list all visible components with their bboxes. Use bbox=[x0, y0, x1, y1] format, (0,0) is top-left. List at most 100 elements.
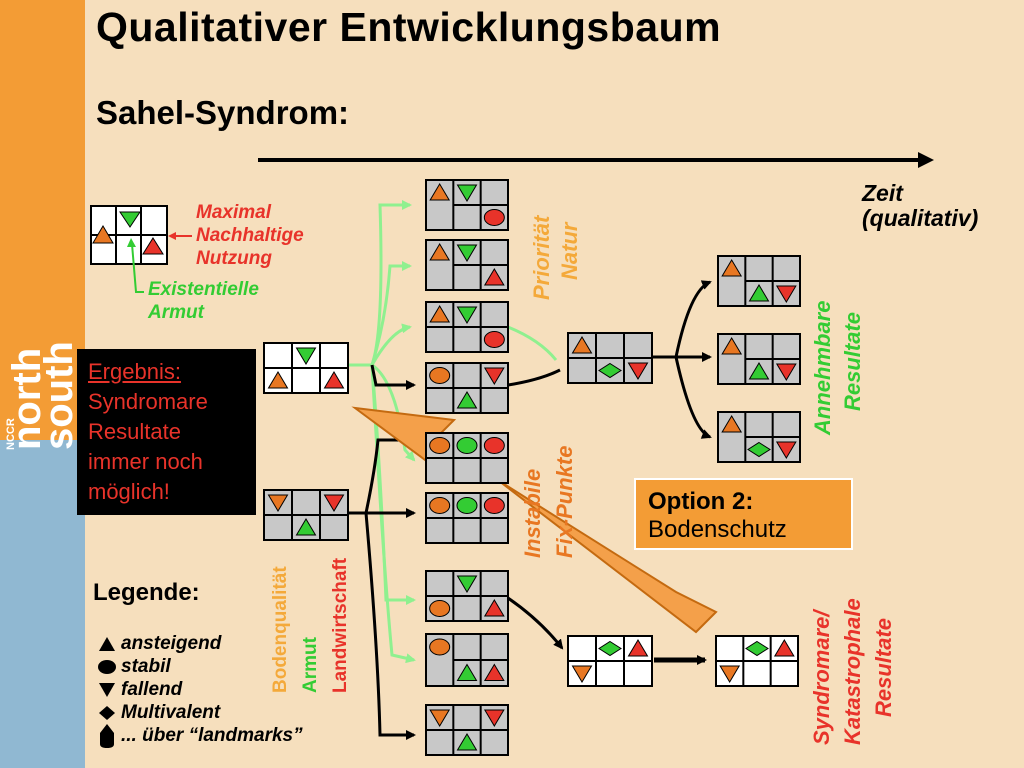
key-label-red: Maximal Nachhaltige Nutzung bbox=[196, 201, 304, 270]
ergebnis-line-2: Resultate bbox=[88, 419, 181, 444]
diamond-icon bbox=[93, 705, 121, 721]
state-grid bbox=[567, 635, 653, 687]
key-green-line-1: Existentielle bbox=[148, 279, 259, 300]
ergebnis-line-4: möglich! bbox=[88, 479, 170, 504]
state-marker bbox=[748, 362, 770, 380]
state-marker bbox=[598, 640, 622, 657]
state-marker bbox=[429, 638, 451, 656]
state-grid bbox=[425, 704, 509, 756]
legend-item-falling: fallend bbox=[93, 678, 182, 701]
key-red-line-2: Nachhaltige bbox=[196, 225, 304, 246]
state-marker bbox=[483, 437, 505, 454]
state-grid bbox=[567, 332, 653, 384]
time-axis-line-1: Zeit bbox=[862, 180, 903, 206]
state-grid bbox=[717, 411, 801, 463]
state-marker bbox=[775, 441, 797, 459]
label-syndromare: Syndromare/ bbox=[809, 610, 834, 746]
logo-text-north: north bbox=[5, 348, 49, 450]
time-axis-arrow bbox=[258, 152, 934, 168]
state-marker bbox=[719, 665, 741, 683]
option-box: Option 2: Bodenschutz bbox=[634, 478, 853, 550]
label-prioritaet: Priorität bbox=[529, 215, 554, 300]
state-marker bbox=[295, 518, 317, 536]
state-grid bbox=[715, 635, 799, 687]
state-marker bbox=[429, 305, 451, 323]
time-axis-label: Zeit (qualitativ) bbox=[862, 181, 978, 231]
state-grid bbox=[717, 333, 801, 385]
state-marker bbox=[429, 709, 451, 727]
legend-item-stable: stabil bbox=[93, 655, 171, 678]
label-instabile: Instabile bbox=[520, 468, 545, 558]
state-marker bbox=[483, 367, 505, 385]
state-marker bbox=[456, 244, 478, 262]
state-marker bbox=[775, 363, 797, 381]
label-fix-punkte: Fix-Punkte bbox=[552, 445, 577, 558]
label-resultate: Resultate bbox=[840, 311, 865, 411]
state-grid bbox=[717, 255, 801, 307]
state-marker bbox=[598, 362, 622, 379]
state-marker bbox=[429, 437, 451, 454]
state-marker bbox=[483, 497, 505, 514]
label-landwirtschaft: Landwirtschaft bbox=[330, 557, 351, 693]
state-marker bbox=[483, 268, 505, 286]
legend-item-landmarks: ... über “landmarks” bbox=[93, 722, 303, 750]
ergebnis-line-1: Syndromare bbox=[88, 389, 208, 414]
state-grid bbox=[425, 570, 509, 622]
legend-item-multivalent: Multivalent bbox=[93, 701, 220, 724]
state-marker bbox=[429, 243, 451, 261]
orange-feedback-arrow bbox=[351, 406, 718, 634]
label-natur: Natur bbox=[557, 222, 582, 280]
label-armut: Armut bbox=[300, 637, 321, 693]
state-marker bbox=[456, 184, 478, 202]
state-marker bbox=[721, 415, 743, 433]
state-marker bbox=[748, 284, 770, 302]
circle-icon bbox=[93, 659, 121, 675]
state-grid bbox=[263, 342, 349, 394]
ergebnis-line-3: immer noch bbox=[88, 449, 203, 474]
state-grid bbox=[425, 492, 509, 544]
state-marker bbox=[429, 600, 451, 617]
legend-title: Legende: bbox=[93, 579, 200, 606]
state-marker bbox=[456, 575, 478, 593]
state-marker bbox=[627, 639, 649, 657]
label-grid-axes: Bodenqualität Armut Landwirtschaft bbox=[266, 558, 356, 693]
state-marker bbox=[775, 285, 797, 303]
state-marker bbox=[456, 733, 478, 751]
label-resultate-syndromar: Resultate bbox=[871, 617, 896, 717]
legend-label-rising: ansteigend bbox=[121, 632, 222, 654]
legend-label-landmarks: ... über “landmarks” bbox=[121, 725, 303, 746]
legend-label-multivalent: Multivalent bbox=[121, 701, 221, 723]
state-marker bbox=[483, 599, 505, 617]
label-prioritaet-natur: Priorität Natur bbox=[528, 216, 584, 300]
state-grid bbox=[425, 179, 509, 231]
legend-label-falling: fallend bbox=[121, 678, 183, 700]
state-marker bbox=[429, 367, 451, 384]
key-grid bbox=[90, 205, 192, 293]
key-green-line-2: Armut bbox=[148, 302, 204, 323]
state-marker bbox=[323, 494, 345, 512]
state-marker bbox=[721, 337, 743, 355]
sidebar-blue-band bbox=[0, 440, 85, 768]
label-annehmbare: Annehmbare bbox=[810, 300, 835, 435]
state-marker bbox=[483, 209, 505, 226]
legend-label-stable: stabil bbox=[121, 655, 171, 677]
state-grid bbox=[425, 633, 509, 687]
landmark-icon bbox=[93, 723, 121, 749]
option-heading: Option 2: bbox=[648, 488, 754, 515]
state-marker bbox=[456, 497, 478, 514]
label-katastrophale: Katastrophale bbox=[840, 598, 865, 745]
label-instabile-fix-punkte: Instabile Fix-Punkte bbox=[517, 446, 581, 558]
ergebnis-box: Ergebnis: Syndromare Resultate immer noc… bbox=[77, 349, 256, 515]
state-marker bbox=[295, 347, 317, 365]
state-grids bbox=[263, 179, 801, 756]
state-marker bbox=[456, 306, 478, 324]
state-marker bbox=[483, 331, 505, 348]
state-marker bbox=[456, 391, 478, 409]
state-marker bbox=[267, 371, 289, 389]
key-red-line-3: Nutzung bbox=[196, 248, 272, 269]
state-grid bbox=[425, 432, 509, 484]
label-syndromare-resultate: Syndromare/ Katastrophale Resultate bbox=[806, 598, 899, 745]
state-marker bbox=[456, 437, 478, 454]
state-marker bbox=[747, 441, 771, 458]
